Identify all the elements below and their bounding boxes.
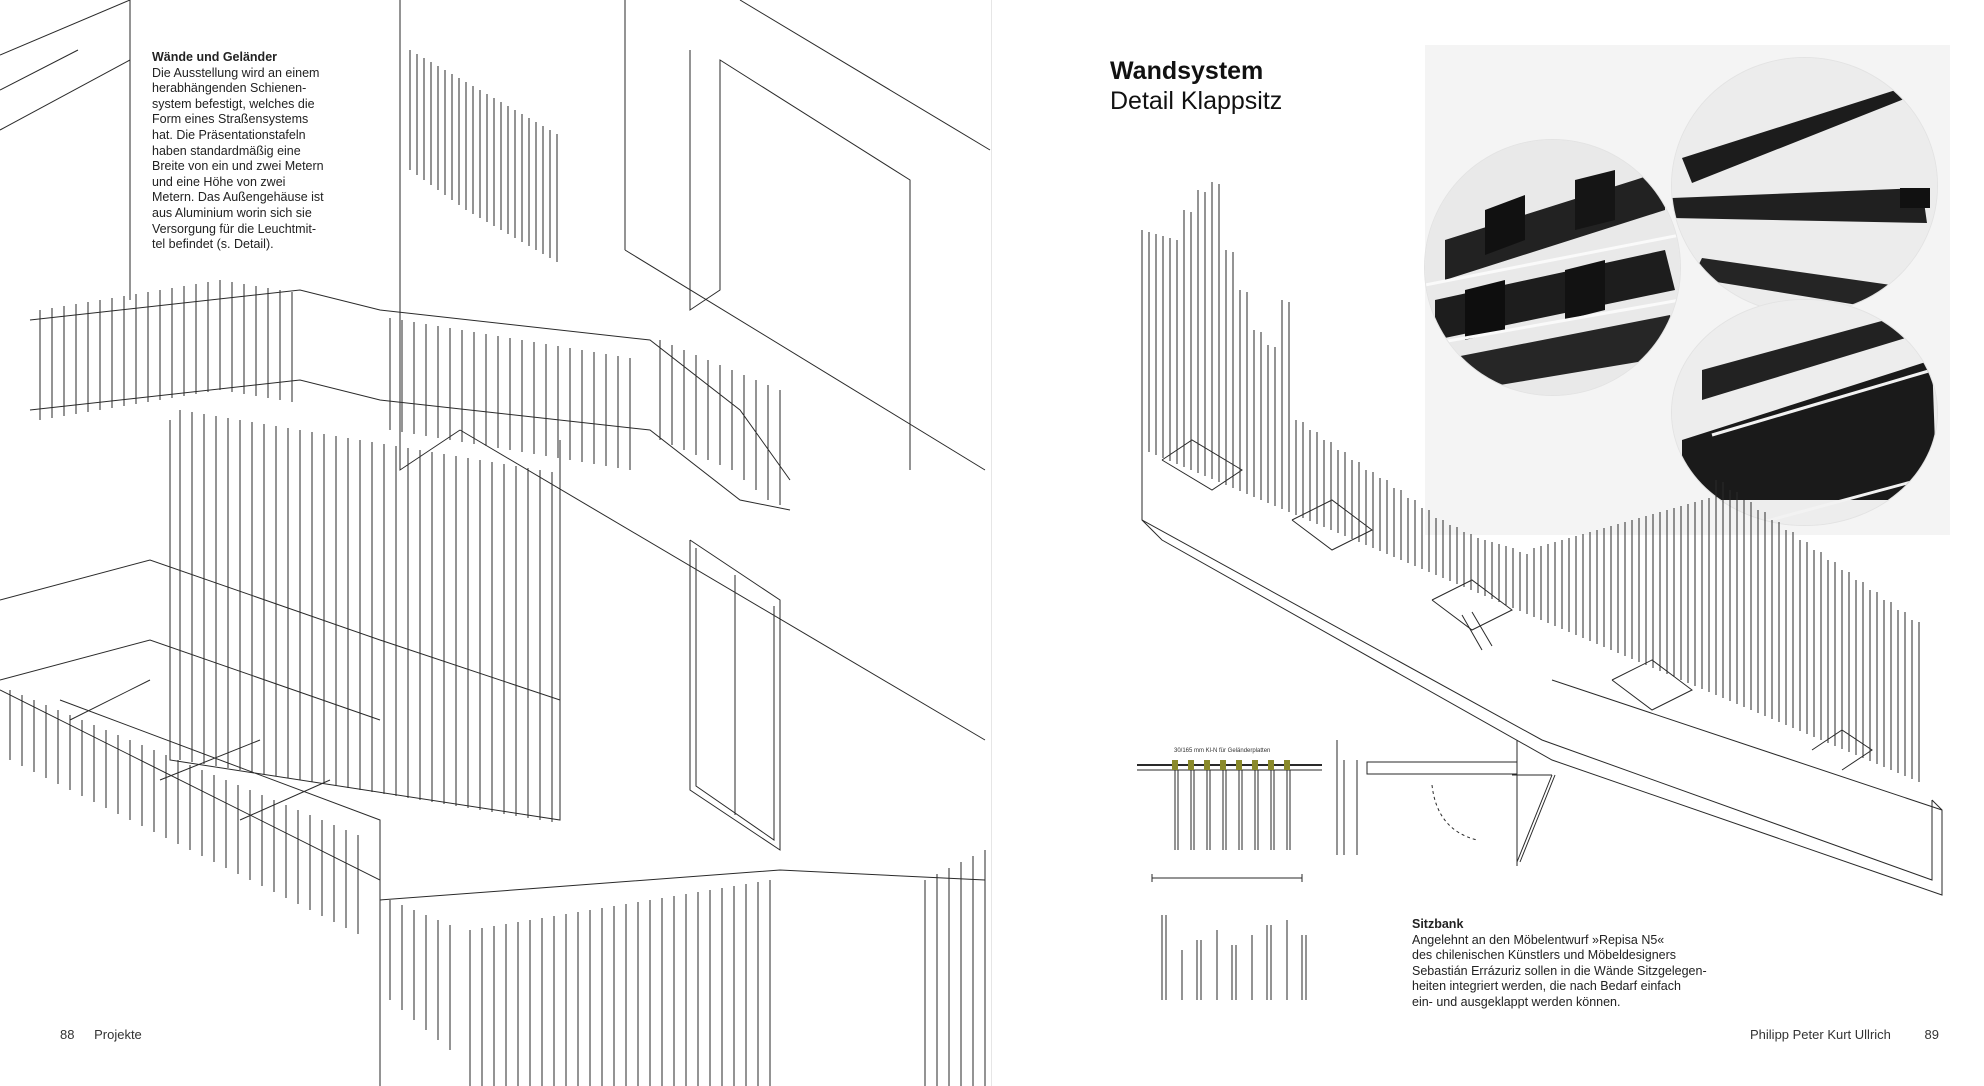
right-heading: Wandsystem Detail Klappsitz — [1110, 56, 1282, 116]
bench-body: Angelehnt an den Möbelentwurf »Repisa N5… — [1412, 932, 1707, 1009]
walls-heading: Wände und Geländer — [152, 50, 278, 64]
bench-text-block: Sitzbank Angelehnt an den Möbelentwurf »… — [1412, 917, 1742, 1011]
railing-band — [29, 280, 791, 511]
walls-text-block: Wände und Geländer Die Ausstellung wird … — [152, 50, 362, 253]
left-footer: 88 Projekte — [60, 1027, 142, 1042]
right-footer: Philipp Peter Kurt Ullrich 89 — [1750, 1027, 1939, 1042]
upper-fence-slats — [409, 50, 558, 262]
photo-shelves-wall — [1425, 140, 1680, 395]
bench-heading: Sitzbank — [1412, 917, 1464, 931]
left-section-title: Projekte — [94, 1027, 142, 1042]
isometric-wall-drawing — [0, 0, 991, 1086]
lower-fence-slats — [0, 689, 986, 1086]
walls-body: Die Ausstellung wird an einem herabhänge… — [152, 65, 324, 252]
page-subtitle: Detail Klappsitz — [1110, 87, 1283, 115]
door-outline — [689, 539, 781, 851]
right-page-number: 89 — [1924, 1027, 1939, 1042]
author-name: Philipp Peter Kurt Ullrich — [1750, 1027, 1891, 1042]
photo-folded-seat — [1672, 58, 1937, 313]
photo-seat-detail — [1672, 300, 1937, 525]
central-wall-slats — [169, 410, 561, 822]
left-page: Wände und Geländer Die Ausstellung wird … — [0, 0, 992, 1086]
left-page-number: 88 — [60, 1027, 75, 1042]
detail-drawing-label: 30/165 mm Kl-N für Geländerplatten — [1174, 748, 1271, 754]
right-page: Wandsystem Detail Klappsitz — [992, 0, 1984, 1086]
page-title: Wandsystem — [1110, 57, 1264, 85]
